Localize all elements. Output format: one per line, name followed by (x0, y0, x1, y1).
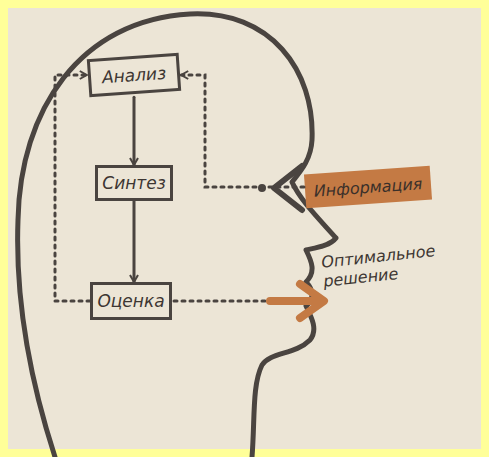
eye-dot (258, 184, 266, 192)
node-text: Оценка (97, 291, 164, 311)
output-dotted-line (174, 300, 268, 303)
process-box: Синтез (95, 165, 173, 201)
output-arrow (270, 284, 324, 318)
input-chevron (274, 166, 302, 210)
node-text: Информация (313, 174, 423, 201)
paper-background (8, 8, 481, 449)
node-text: Анализ (101, 63, 166, 87)
input-band: Информация (304, 166, 432, 209)
flow-arrow (133, 97, 136, 165)
dotted-connector (55, 75, 90, 301)
process-box: Оценка (90, 282, 172, 320)
flow-arrow (133, 201, 136, 282)
head-outline (18, 14, 336, 457)
node-text: Синтез (102, 173, 165, 193)
dotted-connector (181, 75, 304, 187)
process-box: Анализ (87, 53, 181, 97)
